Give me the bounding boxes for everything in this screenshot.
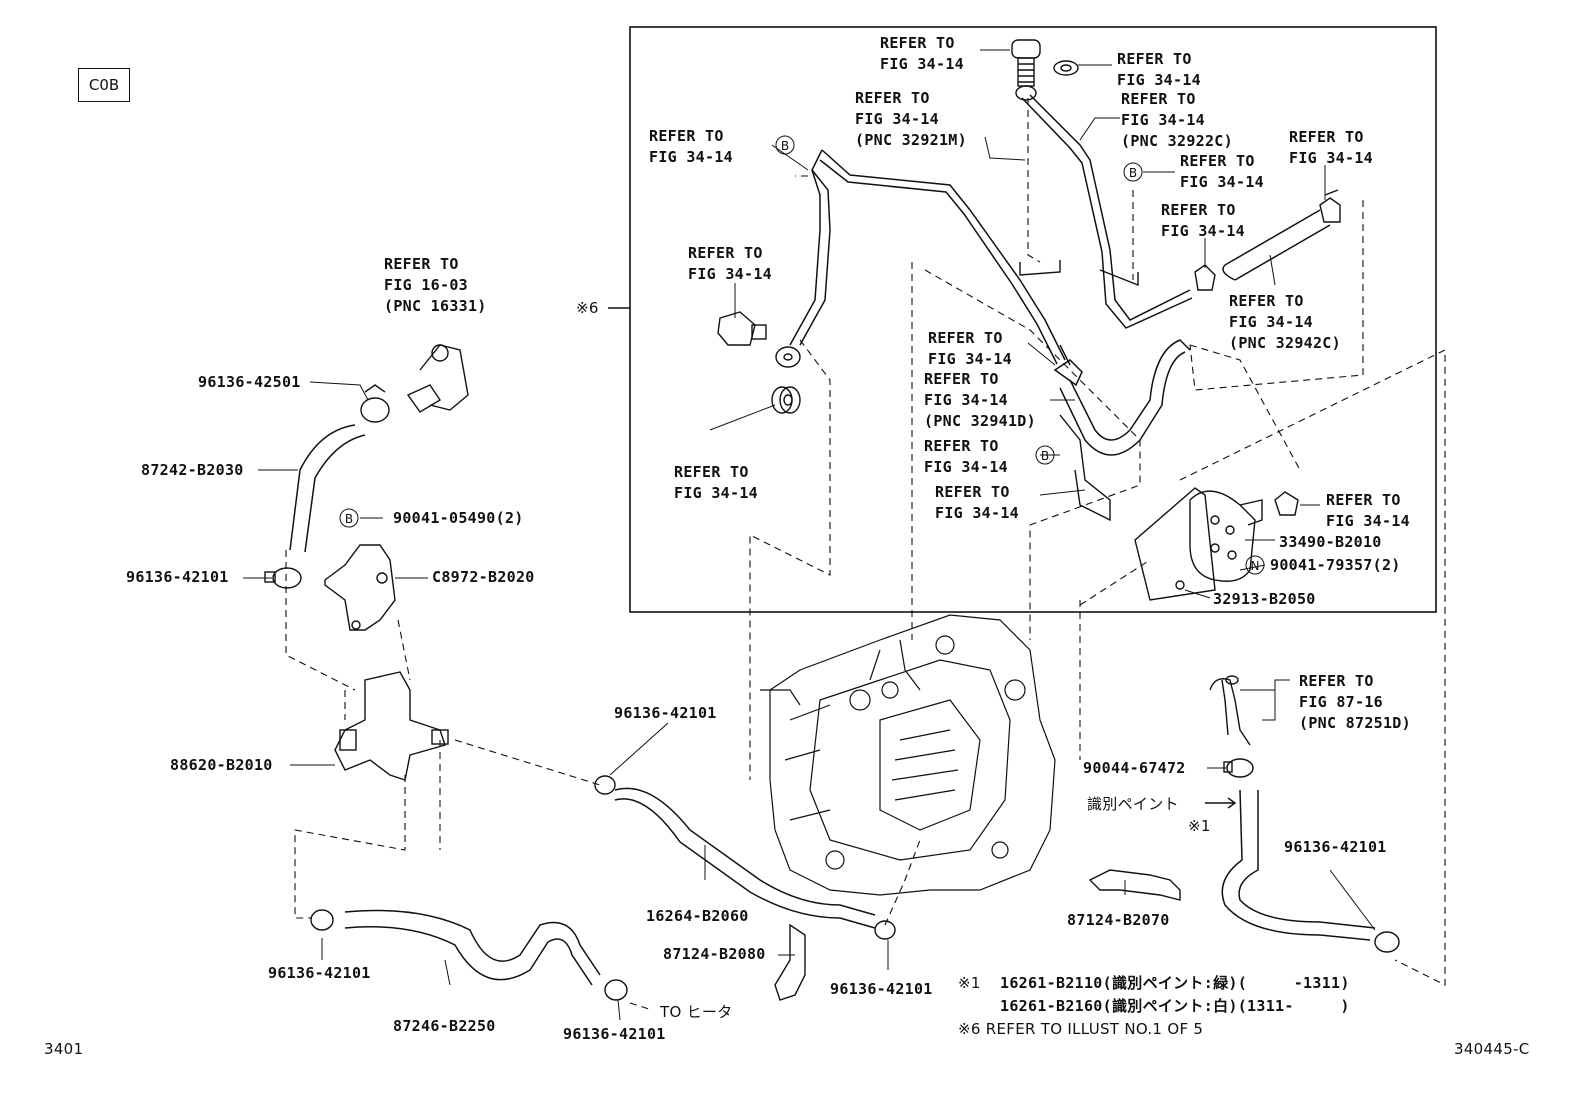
to-heater-label: TO ヒータ: [660, 1003, 733, 1021]
star6-marker: ※6: [576, 299, 599, 317]
marker-b-2: B: [1129, 166, 1137, 180]
drain-plug: [1011, 39, 1041, 87]
part-96136-42101-d: 96136-42101: [268, 964, 371, 982]
label-clamp2: REFER TO FIG 34-14: [1161, 201, 1245, 240]
cooler-pipe-32921m: [789, 149, 1066, 365]
label-hose-32942c: REFER TO FIG 34-14 (PNC 32942C): [1229, 292, 1341, 352]
part-96136-42101-e: 96136-42101: [563, 1025, 666, 1043]
water-valve-88620-b2010: [334, 671, 449, 781]
part-c8972-b2020: C8972-B2020: [432, 568, 535, 586]
transaxle-assembly: [760, 614, 1056, 896]
label-pipe-32921m: REFER TO FIG 34-14 (PNC 32921M): [855, 89, 967, 149]
clamp-96136-42101-e: [604, 979, 628, 1001]
part-96136-42101-f: 96136-42101: [1284, 838, 1387, 856]
label-pipe-32922c: REFER TO FIG 34-14 (PNC 32922C): [1121, 90, 1233, 150]
part-96136-42501: 96136-42501: [198, 373, 301, 391]
catalog-code-box: C0B: [78, 68, 130, 102]
star1-marker: ※1: [1188, 817, 1211, 835]
hose-87246-b2250: [344, 909, 601, 986]
part-87242-b2030: 87242-B2030: [141, 461, 244, 479]
hose-16261: [1221, 789, 1376, 941]
part-88620-b2010: 88620-B2010: [170, 756, 273, 774]
marker-b-1: B: [781, 139, 789, 153]
hose-joint-87251d: [1209, 675, 1251, 746]
clamp-96136-42101-c: [874, 920, 896, 940]
clamp-mid: [1194, 264, 1216, 291]
part-90044-67472: 90044-67472: [1083, 759, 1186, 777]
assembly-dashed-lines: [285, 98, 1446, 1011]
part-87124-b2070: 87124-B2070: [1067, 911, 1170, 929]
marker-n: N: [1251, 559, 1260, 573]
bracket-87124-b2080: [774, 923, 806, 1001]
leader-lines: [243, 49, 1376, 1021]
clamp-96136-42501: [360, 384, 390, 423]
part-16264-b2060: 16264-B2060: [646, 907, 749, 925]
label-top-plug: REFER TO FIG 34-14: [880, 34, 964, 73]
page-id-left: 3401: [44, 1040, 84, 1058]
label-b3: REFER TO FIG 34-14: [924, 437, 1008, 476]
part-33490-b2010: 33490-B2010: [1279, 533, 1382, 551]
note1-mark: ※1: [958, 974, 981, 992]
cooler-pipe-32922c: [1021, 94, 1193, 329]
subassembly-frame: [629, 26, 1437, 613]
label-hose-32941d: REFER TO FIG 34-14 (PNC 32941D): [924, 370, 1036, 430]
label-clamp3: REFER TO FIG 34-14: [928, 329, 1012, 368]
bracket-b: [1059, 414, 1111, 522]
clamp-96136-42101-a: [264, 567, 302, 589]
clamp-96136-42101-b: [594, 775, 616, 795]
label-gasket: REFER TO FIG 34-14: [674, 463, 758, 502]
label-top-washer: REFER TO FIG 34-14: [1117, 50, 1201, 89]
label-b2: REFER TO FIG 34-14: [1180, 152, 1264, 191]
hose-32941d: [1053, 339, 1191, 456]
hose-87242-b2030: [289, 424, 366, 553]
thermostat-housing-16331: [406, 344, 469, 413]
union-fitting: [1015, 85, 1037, 101]
hose-16264-b2060: [614, 787, 876, 929]
gasket-pair: [771, 386, 801, 414]
part-90041-05490: 90041-05490(2): [393, 509, 524, 527]
label-left-b: REFER TO FIG 34-14: [649, 127, 733, 166]
washer-top: [1053, 60, 1079, 76]
part-96136-42101-c: 96136-42101: [830, 980, 933, 998]
part-87124-b2080: 87124-B2080: [663, 945, 766, 963]
part-87246-b2250: 87246-B2250: [393, 1017, 496, 1035]
clamp-upper-right: [1319, 189, 1341, 223]
paint-id-label: 識別ペイント: [1087, 795, 1179, 813]
marker-b-4: B: [345, 512, 353, 526]
part-96136-42101-a: 96136-42101: [126, 568, 229, 586]
note6: ※6 REFER TO ILLUST NO.1 OF 5: [958, 1020, 1204, 1038]
label-right-clamp: REFER TO FIG 34-14: [1289, 128, 1373, 167]
part-96136-42101-b: 96136-42101: [614, 704, 717, 722]
label-fig1603: REFER TO FIG 16-03 (PNC 16331): [384, 255, 487, 315]
note1-line-b: 16261-B2160(識別ペイント:白)(1311- ): [1000, 997, 1350, 1015]
page-id-right: 340445-C: [1454, 1040, 1530, 1058]
bracket-87124-b2070: [1088, 869, 1181, 901]
label-cooler-clamp: REFER TO FIG 34-14: [1326, 491, 1410, 530]
circled-n-marker: [1245, 555, 1265, 575]
label-union-bolt: REFER TO FIG 34-14: [688, 244, 772, 283]
part-32913-b2050: 32913-B2050: [1213, 590, 1316, 608]
clamp-90044-67472: [1223, 758, 1254, 778]
oil-cooler: [1134, 487, 1299, 601]
label-fig8716: REFER TO FIG 87-16 (PNC 87251D): [1299, 672, 1411, 732]
clamp-96136-42101-d: [310, 909, 334, 931]
pipe-bracket: [1019, 260, 1139, 287]
label-bracket: REFER TO FIG 34-14: [935, 483, 1019, 522]
clamp-96136-42101-f: [1374, 931, 1400, 953]
note1-line-a: 16261-B2110(識別ペイント:緑)( -1311): [1000, 974, 1350, 992]
hose-32942c: [1222, 209, 1331, 281]
paint-arrow: [1205, 797, 1237, 809]
marker-b-3: B: [1041, 449, 1049, 463]
part-90041-79357: 90041-79357(2): [1270, 556, 1401, 574]
eye-bolt-union: [717, 311, 801, 368]
circled-b-markers: [339, 135, 1143, 528]
bracket-c8972-b2020: [324, 544, 396, 631]
